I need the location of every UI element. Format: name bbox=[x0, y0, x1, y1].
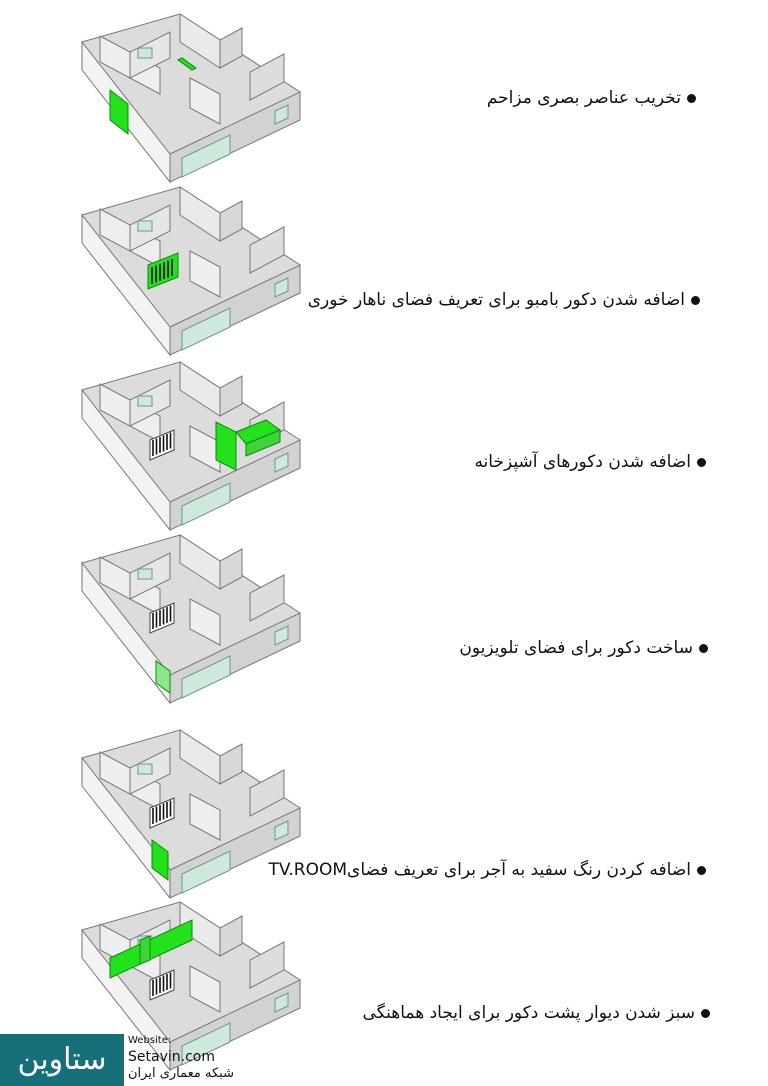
partition-d bbox=[189, 425, 221, 473]
window-large bbox=[181, 850, 231, 894]
window-large bbox=[181, 482, 231, 526]
partition-d bbox=[189, 77, 221, 125]
apartment-model bbox=[81, 13, 301, 184]
inner-window bbox=[137, 47, 153, 59]
bullet-icon bbox=[697, 457, 706, 467]
window-small bbox=[274, 625, 289, 646]
bullet-icon bbox=[697, 865, 706, 875]
partition-c bbox=[219, 743, 243, 785]
partition-d bbox=[189, 250, 221, 298]
step-caption: تخریب عناصر بصری مزاحم bbox=[487, 88, 696, 108]
diagram-step: ساخت دکور برای فضای تلویزیون bbox=[0, 533, 768, 709]
diagram-step: سبز شدن دیوار پشت دکور برای ایجاد هماهنگ… bbox=[0, 900, 768, 1076]
partition-c bbox=[219, 915, 243, 957]
window-small bbox=[274, 277, 289, 298]
partition-c bbox=[219, 375, 243, 417]
bullet-icon bbox=[699, 643, 708, 653]
window-small bbox=[274, 104, 289, 125]
partition-e bbox=[249, 574, 285, 622]
partition-c bbox=[219, 548, 243, 590]
caption-text: اضافه شدن دکورهای آشپزخانه bbox=[474, 452, 691, 472]
bamboo-decor bbox=[149, 602, 175, 634]
diagram-step: اضافه کردن رنگ سفید به آجر برای تعریف فض… bbox=[0, 728, 768, 904]
inner-window bbox=[137, 220, 153, 232]
inner-window bbox=[137, 395, 153, 407]
caption-text: اضافه شدن دکور بامبو برای تعریف فضای ناه… bbox=[307, 290, 685, 310]
partition-d bbox=[189, 793, 221, 841]
bamboo-decor bbox=[149, 797, 175, 829]
bullet-icon bbox=[687, 93, 696, 103]
window-small bbox=[274, 452, 289, 473]
partition-e bbox=[249, 769, 285, 817]
partition-e bbox=[249, 53, 285, 101]
highlight-kitchen bbox=[215, 419, 282, 471]
website-url[interactable]: Setavin.com bbox=[128, 1049, 215, 1065]
inner-window bbox=[137, 568, 153, 580]
bullet-icon bbox=[691, 295, 700, 305]
caption-text: تخریب عناصر بصری مزاحم bbox=[486, 88, 681, 108]
caption-text: سبز شدن دیوار پشت دکور برای ایجاد هماهنگ… bbox=[362, 1003, 695, 1023]
diagram-step: اضافه شدن دکور بامبو برای تعریف فضای ناه… bbox=[0, 185, 768, 361]
window-small bbox=[274, 820, 289, 841]
diagram-step: تخریب عناصر بصری مزاحم bbox=[0, 12, 768, 188]
partition-c bbox=[219, 200, 243, 242]
tagline: شبکه معماری ایران bbox=[128, 1066, 234, 1081]
partition-d bbox=[189, 965, 221, 1013]
window-large bbox=[181, 307, 231, 351]
website-label: Website: bbox=[128, 1035, 172, 1046]
partition-e bbox=[249, 226, 285, 274]
highlight-tv-panel bbox=[155, 660, 171, 694]
window-large bbox=[181, 134, 231, 178]
window-large bbox=[181, 655, 231, 699]
highlight-dining-bamboo bbox=[147, 252, 179, 290]
step-caption: سبز شدن دیوار پشت دکور برای ایجاد هماهنگ… bbox=[363, 1003, 710, 1023]
apartment-model bbox=[81, 534, 301, 705]
step-caption: اضافه کردن رنگ سفید به آجر برای تعریف فض… bbox=[269, 860, 706, 880]
highlight-back-wall bbox=[109, 919, 193, 979]
bullet-icon bbox=[701, 1008, 710, 1018]
apartment-model bbox=[81, 729, 301, 900]
partition-d bbox=[189, 598, 221, 646]
highlight-brick-wall bbox=[151, 839, 169, 881]
apartment-model bbox=[81, 901, 301, 1072]
step-caption: ساخت دکور برای فضای تلویزیون bbox=[459, 638, 708, 658]
window-large bbox=[181, 1022, 231, 1066]
logo-text: ستاوین bbox=[17, 1042, 107, 1077]
partition-e bbox=[249, 941, 285, 989]
inner-window bbox=[137, 763, 153, 775]
caption-text: ساخت دکور برای فضای تلویزیون bbox=[459, 638, 693, 658]
partition-c bbox=[219, 27, 243, 69]
diagram-step: اضافه شدن دکورهای آشپزخانه bbox=[0, 360, 768, 536]
logo-box bbox=[0, 1034, 124, 1086]
window-small bbox=[274, 992, 289, 1013]
bamboo-decor bbox=[149, 429, 175, 461]
bamboo-decor bbox=[149, 969, 175, 1001]
caption-text: اضافه کردن رنگ سفید به آجر برای تعریف فض… bbox=[268, 860, 691, 880]
apartment-model bbox=[81, 361, 301, 532]
apartment-model bbox=[81, 186, 301, 357]
step-caption: اضافه شدن دکور بامبو برای تعریف فضای ناه… bbox=[308, 290, 700, 310]
step-caption: اضافه شدن دکورهای آشپزخانه bbox=[474, 452, 706, 472]
highlight-door-panel bbox=[109, 57, 197, 136]
